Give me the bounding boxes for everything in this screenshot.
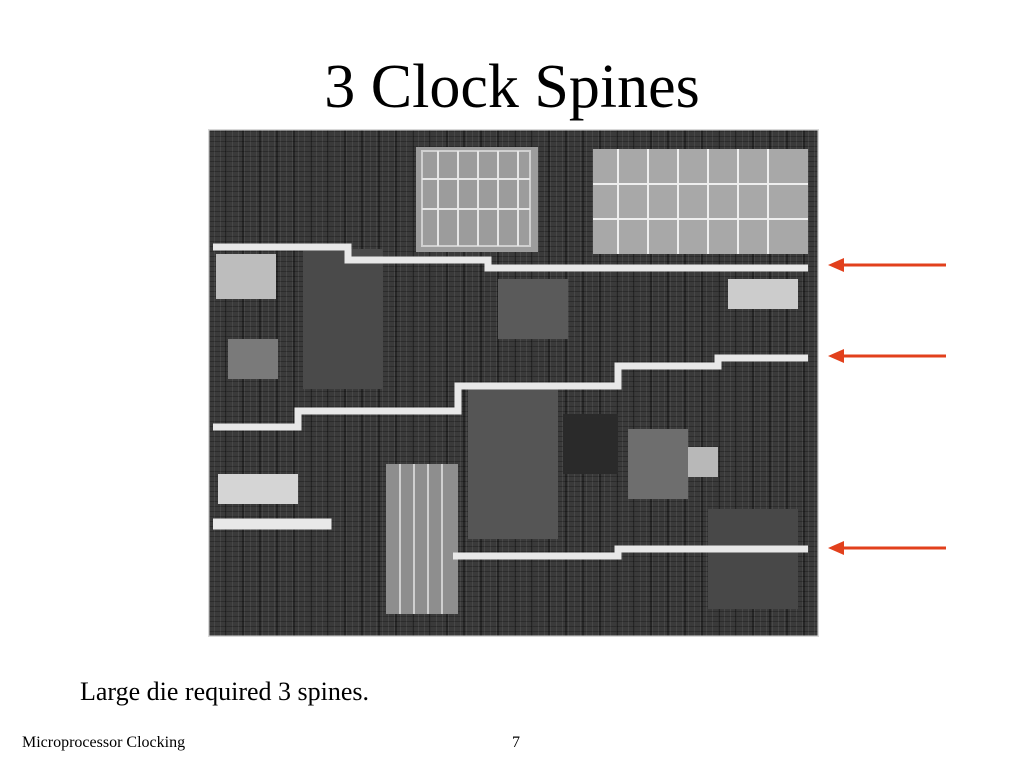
footer-title: Microprocessor Clocking [22, 734, 186, 751]
die-photo [208, 129, 819, 637]
clock-spine-arrow-middle [828, 347, 948, 365]
clock-spine-arrow-top [828, 256, 948, 274]
die-photo-graphic [208, 129, 819, 637]
left-arrow-icon [828, 349, 946, 363]
left-arrow-icon [828, 258, 946, 272]
clock-spine-arrow-bottom [828, 539, 948, 557]
slide-title: 3 Clock Spines [324, 53, 700, 121]
page-number: 7 [512, 734, 520, 751]
slide-caption: Large die required 3 spines. [80, 677, 370, 706]
left-arrow-icon [828, 541, 946, 555]
